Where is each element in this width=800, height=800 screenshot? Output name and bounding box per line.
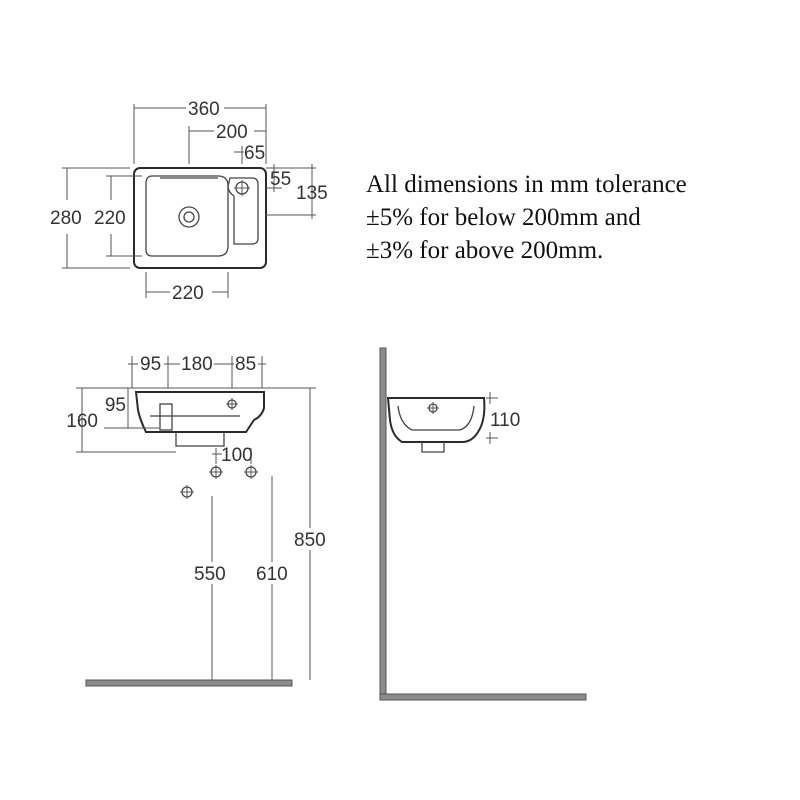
plan-basin-outline xyxy=(133,167,267,269)
plan-dim-bowl-width: 220 xyxy=(172,283,204,304)
side-waste-trap xyxy=(421,442,445,453)
front-floor xyxy=(85,679,293,687)
side-basin-outline xyxy=(386,397,486,443)
plan-dim-depth-ledge: 135 xyxy=(296,183,328,204)
supply-marker-left xyxy=(209,465,223,479)
front-dim-height-supply: 610 xyxy=(256,564,288,585)
plan-dim-tap-offset: 65 xyxy=(244,143,265,164)
front-waste-trap xyxy=(175,432,225,447)
front-dim-height-rim: 850 xyxy=(294,530,326,551)
plan-tap-deck xyxy=(227,177,259,245)
front-view: 95 180 85 95 160 100 xyxy=(66,352,329,687)
front-dim-rim: 95 xyxy=(105,395,126,416)
waste-marker xyxy=(180,485,194,499)
tolerance-note-line-1: All dimensions in mm tolerance xyxy=(366,171,687,198)
front-dim-height-waste: 550 xyxy=(194,564,226,585)
supply-marker-right xyxy=(244,465,258,479)
plan-dim-tap-ledge: 55 xyxy=(270,169,291,190)
front-basin-outline xyxy=(134,391,265,433)
tolerance-note-line-2: ±5% for below 200mm and xyxy=(366,204,641,231)
front-dim-right: 85 xyxy=(235,354,256,375)
plan-dim-depth: 280 xyxy=(50,208,82,229)
side-wall xyxy=(379,347,387,699)
side-view: 110 xyxy=(379,347,587,701)
plan-waste-inner xyxy=(183,211,195,223)
plan-dim-waste-offset: 200 xyxy=(216,122,248,143)
front-dim-left: 95 xyxy=(140,354,161,375)
side-dim-basin-height: 110 xyxy=(490,410,520,431)
front-dim-overall-depth: 160 xyxy=(66,411,98,432)
tolerance-note-line-3: ±3% for above 200mm. xyxy=(366,237,604,264)
side-bowl-inner xyxy=(397,405,475,431)
plan-waste-outer xyxy=(178,206,200,228)
side-floor xyxy=(379,693,587,701)
front-dim-waste-spacing: 100 xyxy=(221,445,253,466)
plan-bowl xyxy=(145,175,229,257)
plan-dim-bowl-depth: 220 xyxy=(94,208,126,229)
tolerance-note: All dimensions in mm tolerance ±5% for b… xyxy=(366,168,786,267)
front-dim-centre: 180 xyxy=(181,354,213,375)
front-overflow xyxy=(159,403,173,431)
plan-dim-width: 360 xyxy=(188,99,220,120)
plan-view: 360 200 65 55 135 280 220 xyxy=(50,99,328,304)
